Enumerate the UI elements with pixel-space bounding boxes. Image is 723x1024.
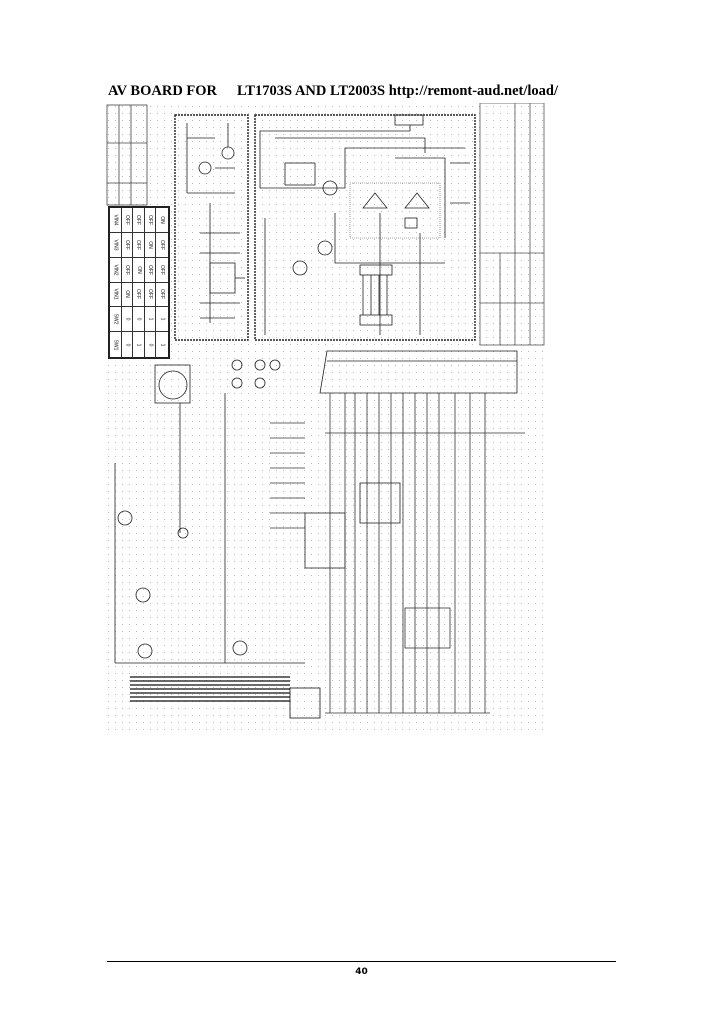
table-cell: OFF xyxy=(147,264,154,275)
table-cell: OFF xyxy=(159,239,166,250)
table-cell: VIN4 xyxy=(112,214,119,226)
power-section-box xyxy=(174,114,249,341)
table-cell: 0 xyxy=(147,343,154,346)
table-cell: 1 xyxy=(159,317,166,321)
table-row: SW1 0 1 0 1 xyxy=(110,332,168,357)
table-cell: VIN2 xyxy=(112,264,119,276)
table-cell: OFF xyxy=(123,214,130,225)
pin-header xyxy=(130,676,321,719)
table-cell: 1 xyxy=(159,343,166,346)
table-row: VIN4 OFF OFF OFF ON xyxy=(110,208,168,233)
table-cell: 1 xyxy=(135,343,142,346)
schematic-diagram: VIN4 OFF OFF OFF ON VIN3 OFF OFF ON OFF … xyxy=(105,103,545,731)
table-cell: OFF xyxy=(159,289,166,300)
table-cell: 0 xyxy=(123,317,130,321)
table-row: VIN2 OFF ON OFF OFF xyxy=(110,257,168,283)
ic-block xyxy=(304,512,346,569)
connector xyxy=(394,114,424,126)
video-input-circuit xyxy=(114,359,401,664)
table-cell: OFF xyxy=(147,214,154,225)
table-cell: OFF xyxy=(159,264,166,275)
schematic-drawing xyxy=(106,103,545,719)
table-cell: SW1 xyxy=(112,339,119,350)
page-number: 40 xyxy=(355,967,368,977)
table-cell: OFF xyxy=(135,214,142,225)
table-cell: ON xyxy=(147,240,154,249)
table-cell: ON xyxy=(135,265,142,274)
title-url: http://remont-aud.net/load/ xyxy=(388,83,559,99)
table-cell: OFF xyxy=(147,289,154,300)
table-row: SW2 0 0 1 1 xyxy=(110,307,168,333)
table-cell: OFF xyxy=(123,239,130,250)
table-row: VIN3 OFF OFF ON OFF xyxy=(110,232,168,258)
power-circuit xyxy=(186,123,245,323)
table-cell: OFF xyxy=(135,239,142,250)
table-cell: OFF xyxy=(135,289,142,300)
switch-truth-table: VIN4 OFF OFF OFF ON VIN3 OFF OFF ON OFF … xyxy=(108,206,170,359)
filter-network xyxy=(404,607,451,649)
title-text: AV BOARD FOR xyxy=(108,83,218,99)
title-block xyxy=(479,103,545,346)
table-cell: ON xyxy=(159,216,166,224)
page-title: AV BOARD FOR LT1703S AND LT2003S http://r… xyxy=(108,83,558,100)
revision-strip xyxy=(106,104,148,206)
table-cell: 0 xyxy=(123,343,130,346)
ic-switch xyxy=(359,482,401,524)
footer-rule xyxy=(107,961,616,962)
table-cell: SW2 xyxy=(112,313,119,325)
signal-bus xyxy=(270,393,525,714)
audio-section-box xyxy=(254,114,476,341)
table-cell: 1 xyxy=(147,317,154,321)
title-models: LT1703S AND LT2003S xyxy=(237,83,386,99)
table-cell: ON xyxy=(123,290,130,299)
table-cell: VIN1 xyxy=(112,288,119,300)
table-cell: OFF xyxy=(123,264,130,275)
table-row: VIN1 ON OFF OFF OFF xyxy=(110,282,168,308)
amplifier-circuit xyxy=(259,114,470,335)
table-cell: 0 xyxy=(135,317,142,321)
table-cell: VIN3 xyxy=(112,239,119,251)
connector-strip xyxy=(319,350,518,394)
